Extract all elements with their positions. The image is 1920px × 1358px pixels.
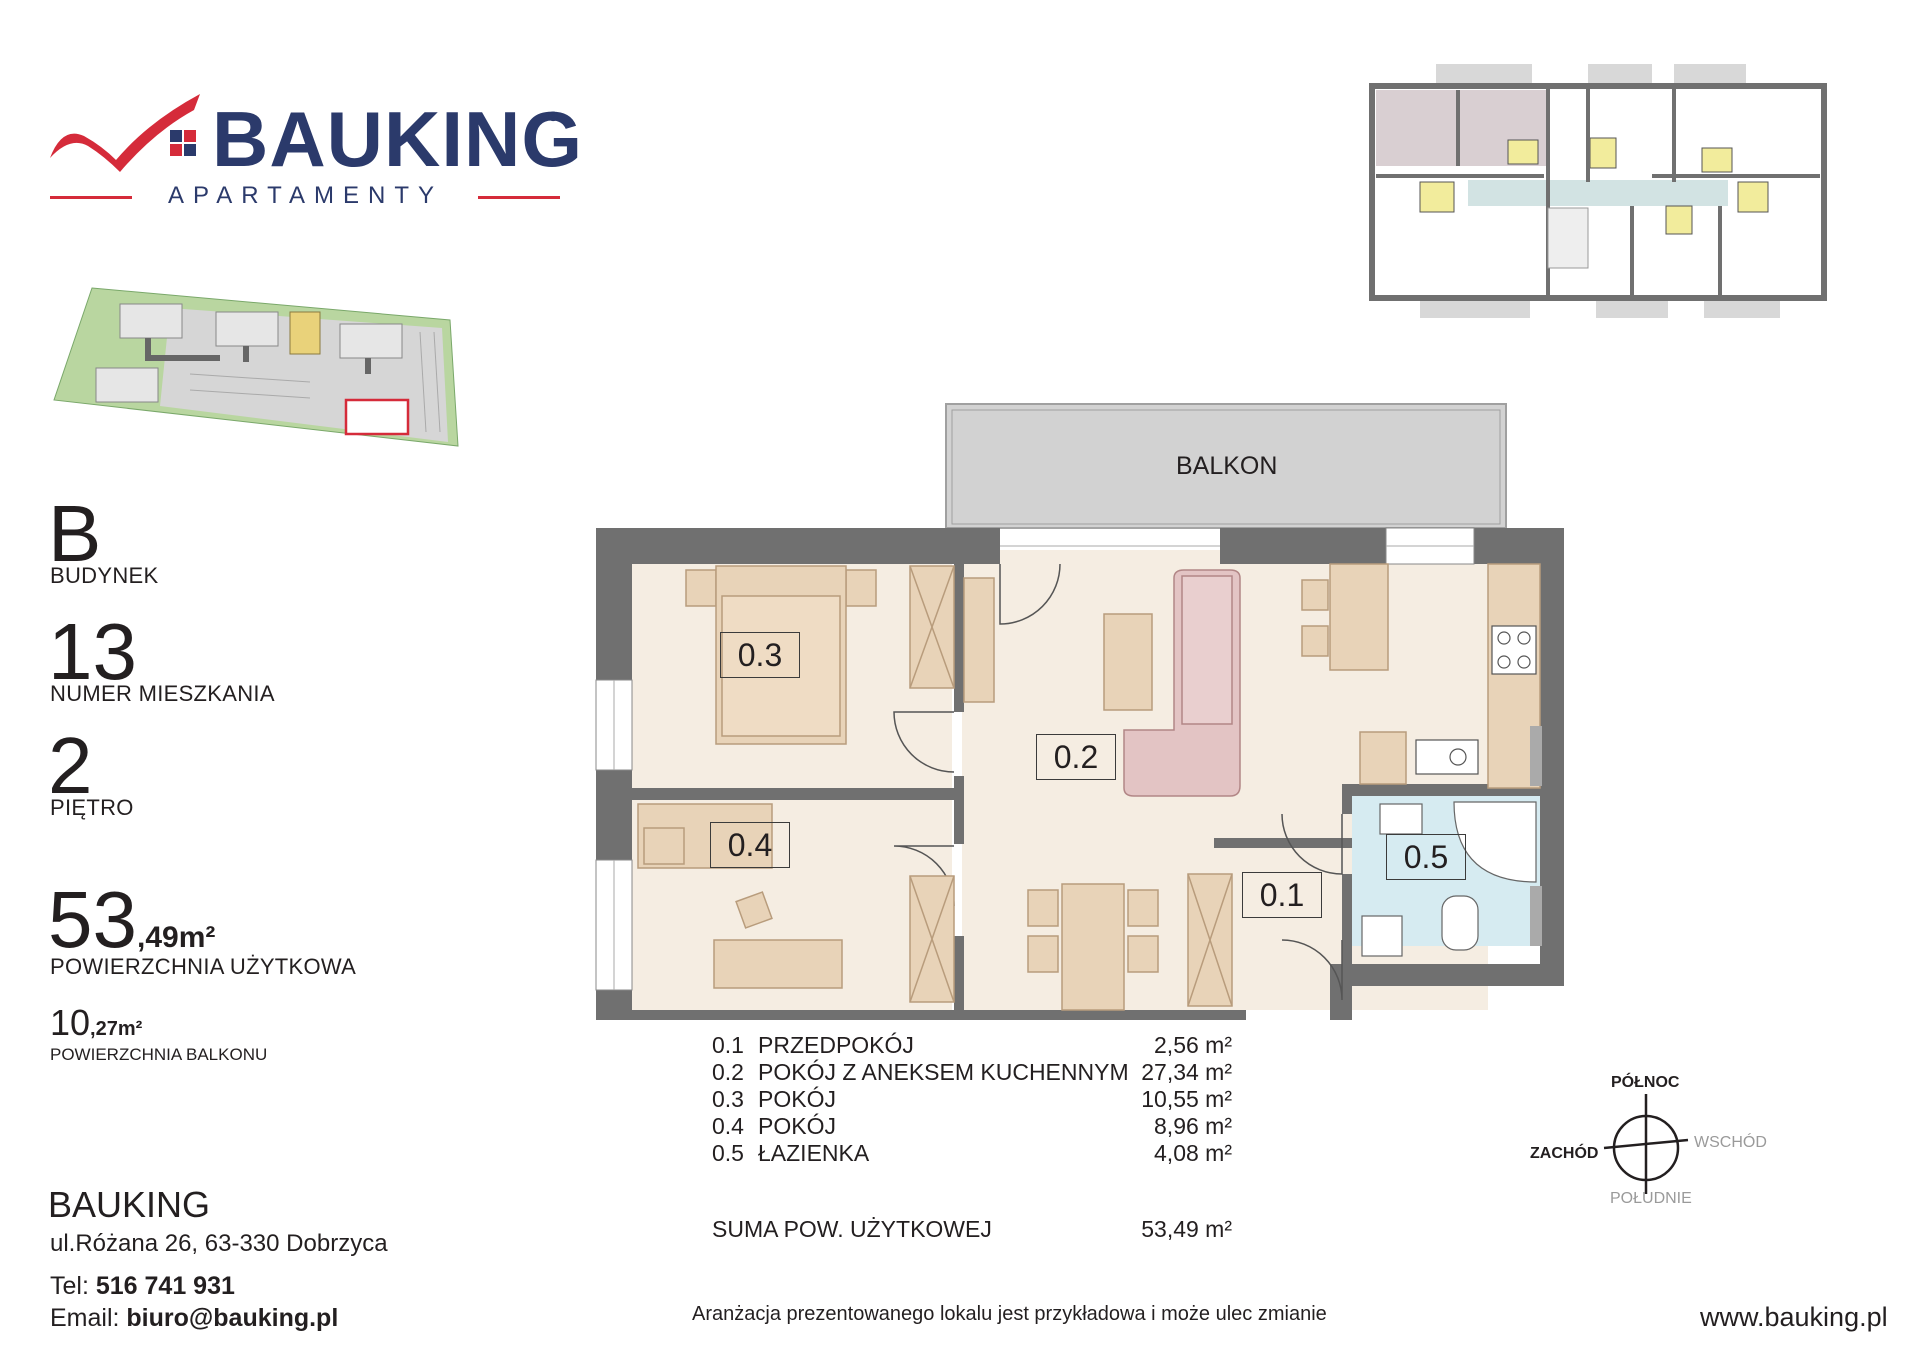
balcony-label: BALKON [1176,452,1278,480]
room-area: 27,34 m² [1141,1059,1232,1085]
phone-label: Tel: [50,1272,96,1300]
contact-email: Email: biuro@bauking.pl [50,1304,338,1333]
compass-west-label: ZACHÓD [1530,1145,1599,1162]
usable-area-integer: 53 [48,875,137,964]
apartment-number-value: 13 [48,607,137,696]
contact-phone: Tel: 516 741 931 [50,1272,235,1301]
sofa-drawing [1123,569,1241,797]
floor-label: PIĘTRO [50,795,134,820]
room-number: 0.4 [712,1113,744,1139]
compass-south-label: POŁUDNIE [1610,1190,1692,1207]
room-name: POKÓJ [758,1086,836,1112]
room-area: 4,08 m² [1154,1140,1232,1166]
usable-area-label: POWIERZCHNIA UŻYTKOWA [50,954,357,979]
highlighted-building [344,398,410,436]
logo-tagline: APARTAMENTY [168,182,444,209]
usable-area-decimal: ,49m² [136,921,216,954]
email-label: Email: [50,1304,127,1332]
room-name: POKÓJ [758,1113,836,1139]
room-area: 8,96 m² [1154,1113,1232,1139]
compass-east-label: WSCHÓD [1694,1134,1767,1151]
total-area-label: SUMA POW. UŻYTKOWEJ [712,1216,992,1242]
logo-wordmark: BAUKING [212,95,583,183]
room-number: 0.2 [712,1059,744,1085]
balcony-area-label: POWIERZCHNIA BALKONU [50,1045,268,1064]
room-number: 0.1 [712,1032,744,1058]
balcony-area-decimal: ,27m² [90,1018,143,1040]
room-number: 0.5 [712,1140,744,1166]
room-label-0-5: 0.5 [1386,834,1466,880]
contact-address: ul.Różana 26, 63-330 Dobrzyca [50,1230,388,1257]
building-value: B [48,489,102,578]
email-address[interactable]: biuro@bauking.pl [126,1304,339,1332]
room-name: PRZEDPOKÓJ [758,1032,914,1058]
total-area-value: 53,49 m² [1141,1216,1232,1242]
room-name: POKÓJ Z ANEKSEM KUCHENNYM [758,1059,1129,1085]
checkmark-icon [50,94,200,172]
registered-mark: ® [548,108,559,124]
bauking-logo-mark [50,94,200,172]
logo-rule-left [50,196,132,199]
logo-rule-right [478,196,560,199]
building-floor-key [1369,64,1827,318]
room-area: 2,56 m² [1154,1032,1232,1058]
floor-value: 2 [48,721,93,810]
website-link[interactable]: www.bauking.pl [1700,1302,1888,1332]
balcony-area [945,403,1507,529]
site-map-thumbnail [53,287,459,447]
room-label-0-4: 0.4 [710,822,790,868]
room-label-0-2: 0.2 [1036,734,1116,780]
balcony-area-value: 10,27m² [50,1002,142,1044]
room-area: 10,55 m² [1141,1086,1232,1112]
phone-number[interactable]: 516 741 931 [95,1272,235,1300]
apartment-floor-plan [595,403,1564,1020]
compass-north-label: PÓŁNOC [1611,1074,1680,1091]
room-name: ŁAZIENKA [758,1140,870,1166]
contact-company: BAUKING [48,1184,211,1225]
compass-icon [1603,1094,1689,1194]
balcony-area-integer: 10 [50,1002,91,1043]
room-label-0-1: 0.1 [1242,872,1322,918]
building-label: BUDYNEK [50,563,159,588]
room-label-0-3: 0.3 [720,632,800,678]
usable-area-value: 53,49m² [48,880,215,960]
disclaimer-text: Aranżacja prezentowanego lokalu jest prz… [692,1303,1327,1325]
room-number: 0.3 [712,1086,744,1112]
apartment-number-label: NUMER MIESZKANIA [50,681,275,706]
